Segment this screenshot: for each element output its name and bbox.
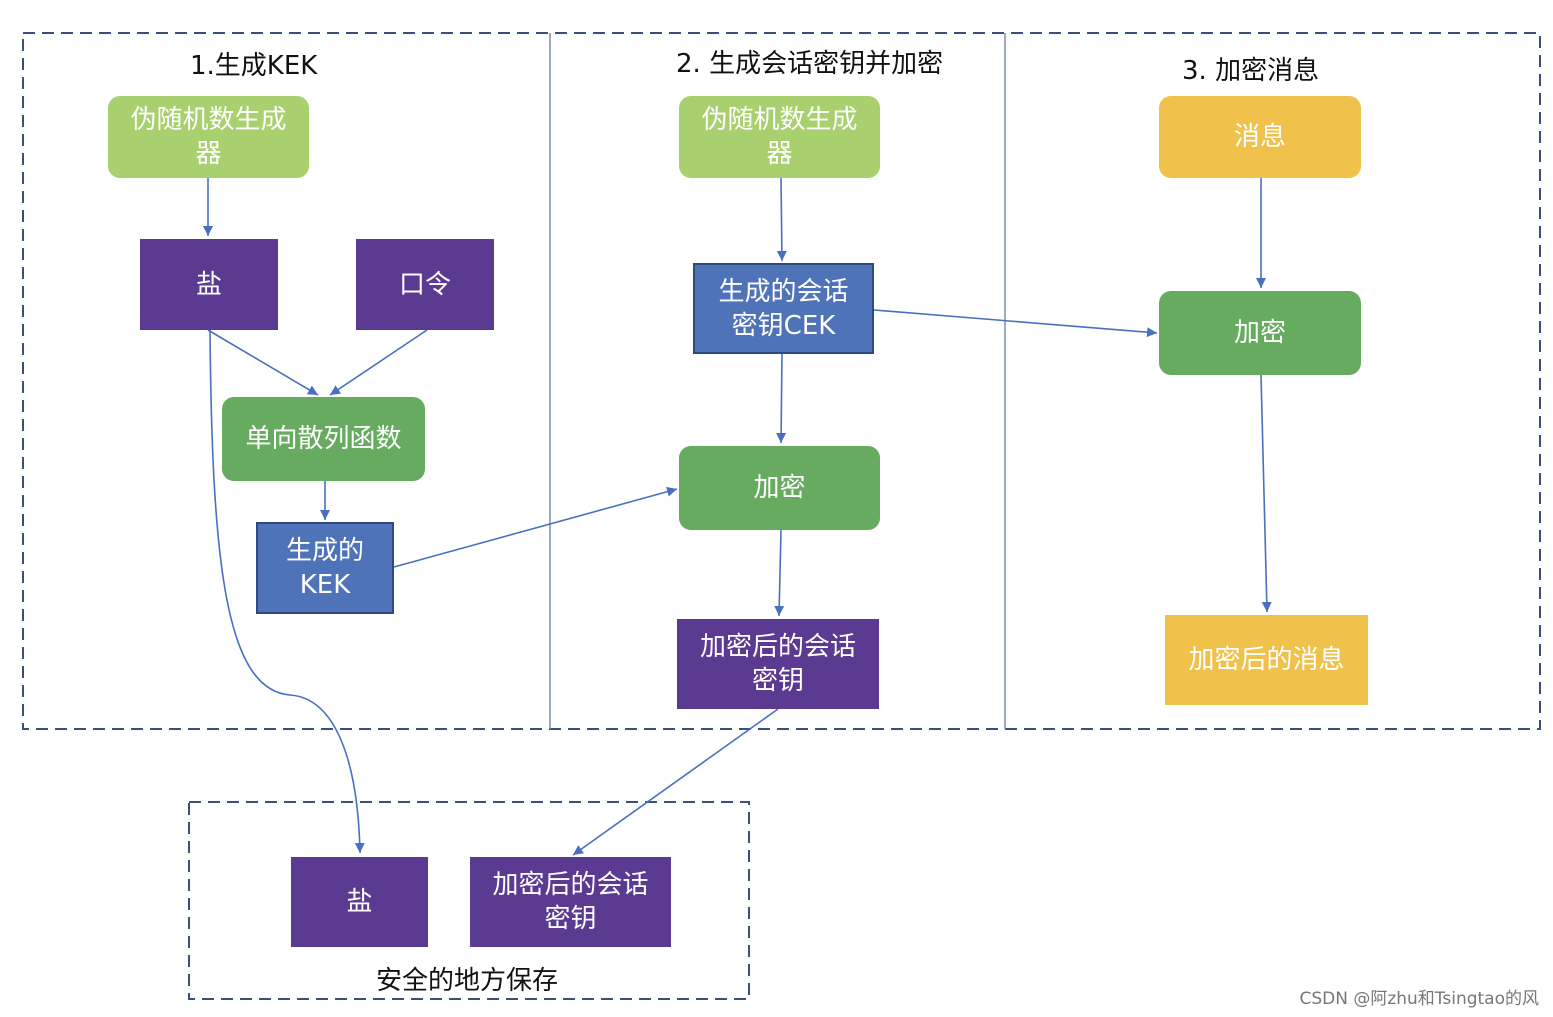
encrypt-cek-node: 加密 — [679, 446, 880, 530]
main-dashed-frame — [22, 32, 1541, 730]
arrow-encrypt2-to-enccek — [774, 529, 785, 617]
arrow-enccek-to-storage — [572, 708, 779, 856]
arrow-kek-to-encrypt2 — [393, 486, 678, 568]
encrypted-message-node: 加密后的消息 — [1165, 615, 1368, 705]
section-title-cek: 2. 生成会话密钥并加密 — [676, 49, 944, 79]
encrypted-cek-node: 加密后的会话密钥 — [677, 619, 879, 709]
salt-node: 盐 — [140, 239, 278, 330]
arrow-cek-to-encrypt3 — [873, 309, 1158, 338]
stored-encrypted-cek-node: 加密后的会话密钥 — [470, 857, 671, 947]
arrow-salt-to-hash — [207, 329, 319, 396]
kek-node: 生成的KEK — [256, 522, 394, 614]
cek-node: 生成的会话密钥CEK — [693, 263, 874, 354]
watermark: CSDN @阿zhu和Tsingtao的风 — [1299, 989, 1539, 1009]
arrow-password-to-hash — [329, 329, 428, 396]
storage-dashed-frame — [188, 801, 750, 1000]
prng-node-1: 伪随机数生成器 — [108, 96, 309, 178]
hash-function-node: 单向散列函数 — [222, 397, 425, 481]
prng-node-2: 伪随机数生成器 — [679, 96, 880, 178]
arrow-prng2-to-cek — [776, 177, 787, 262]
message-node: 消息 — [1159, 96, 1361, 178]
stored-salt-node: 盐 — [291, 857, 428, 947]
arrow-salt-to-storage — [209, 329, 365, 854]
arrow-encrypt3-to-encmsg — [1260, 374, 1272, 613]
password-node: 口令 — [356, 239, 494, 330]
section-title-storage: 安全的地方保存 — [376, 966, 559, 996]
section-title-kek: 1.生成KEK — [190, 51, 318, 81]
section-title-message: 3. 加密消息 — [1182, 56, 1320, 86]
arrow-cek-to-encrypt2 — [776, 353, 787, 444]
encrypt-message-node: 加密 — [1159, 291, 1361, 375]
